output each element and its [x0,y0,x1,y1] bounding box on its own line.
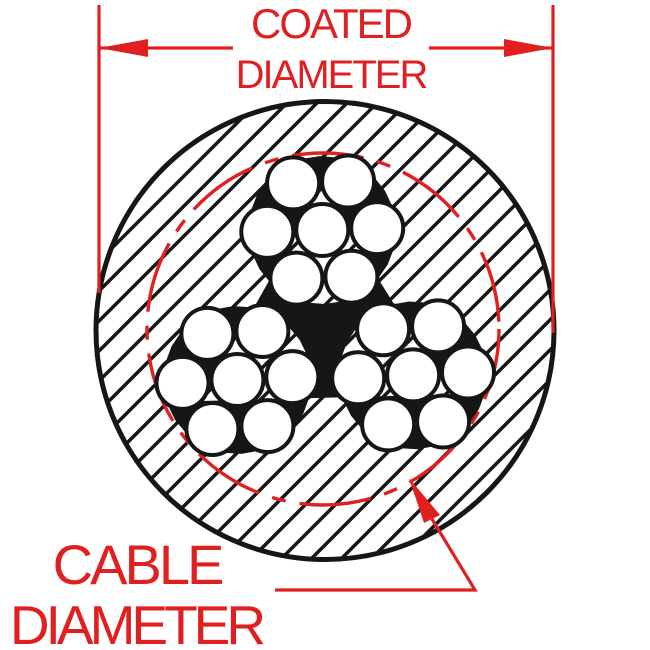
wire-circle [410,298,467,355]
dimension-layer [97,5,555,333]
leader-line [275,518,478,592]
wire-circle [349,200,406,257]
wire-circle [184,401,241,457]
strand-core-layer [157,156,493,454]
wire-circle [415,393,472,450]
cable-diameter-label-line1: CABLE [53,533,222,596]
dimension-arrowhead-right [504,39,553,57]
wire-circle [294,202,351,258]
wire-circle [209,352,266,408]
dimension-arrowhead-left [99,39,148,57]
wires-layer [154,153,496,457]
wire-circle [268,250,325,307]
wire-circle [264,349,321,406]
wire-circle [330,350,387,407]
wire-circle [360,396,417,453]
strand-core-fill [157,156,493,454]
coated-diameter-label-line1: COATED [251,0,412,47]
wire-circle [385,347,442,404]
wire-circle [234,303,291,359]
leader-arrowhead [409,478,440,523]
wire-circle [265,155,322,212]
cable-circle-layer [145,151,501,507]
wire-circle [355,301,412,358]
cable-dashed-circle [145,151,501,507]
wire-circle [440,344,496,401]
wire-circle [323,248,380,305]
wire-circle [239,398,296,455]
wire-circle [154,354,211,411]
leader-layer [275,478,478,592]
wire-circle [239,203,296,260]
coated-diameter-label-line2: DIAMETER [236,53,428,97]
wire-circle [320,153,377,210]
cable-diameter-label-line2: DIAMETER [10,594,264,650]
wire-circle [179,305,236,362]
labels-layer: COATED DIAMETER CABLE DIAMETER [10,0,430,650]
